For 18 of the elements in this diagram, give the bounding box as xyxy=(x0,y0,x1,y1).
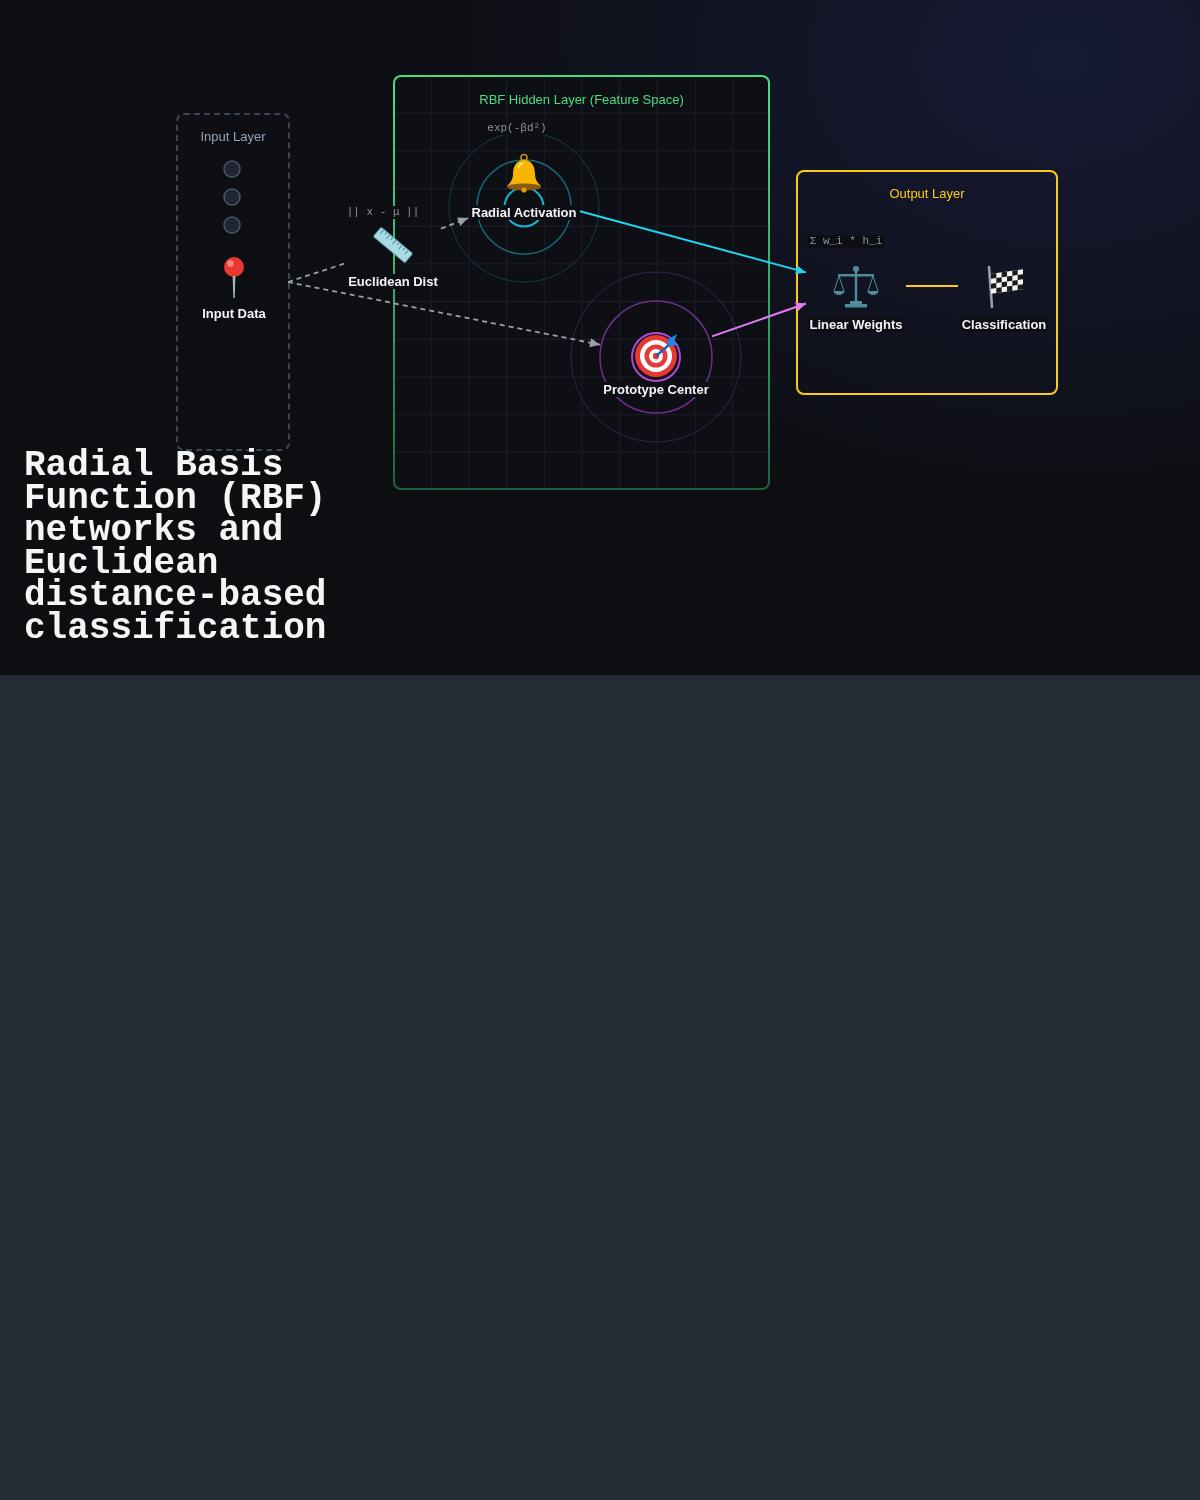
connector-line xyxy=(905,285,959,287)
node-label: Prototype Center xyxy=(601,382,711,397)
node-label: Linear Weights xyxy=(807,317,905,332)
node-label: Euclidean Dist xyxy=(346,274,440,289)
arrow xyxy=(440,217,469,230)
node-label: Input Data xyxy=(200,306,268,321)
formula-text: Σ w_i * h_i xyxy=(807,235,885,248)
arrow xyxy=(287,281,601,348)
arrow xyxy=(579,210,807,275)
formula-text: exp(-βd²) xyxy=(485,122,549,135)
diagram-title: Radial Basis Function (RBF) networks and Euclidean distance-based classification xyxy=(24,450,328,645)
layer-heading: RBF Hidden Layer (Feature Space) xyxy=(479,92,684,107)
layer-heading: Input Layer xyxy=(200,129,266,144)
node-label: Radial Activation xyxy=(469,205,579,220)
node-label: Classification xyxy=(959,317,1049,332)
layer-heading: Output Layer xyxy=(889,186,965,201)
connector-line xyxy=(287,262,346,283)
arrow xyxy=(711,302,807,338)
